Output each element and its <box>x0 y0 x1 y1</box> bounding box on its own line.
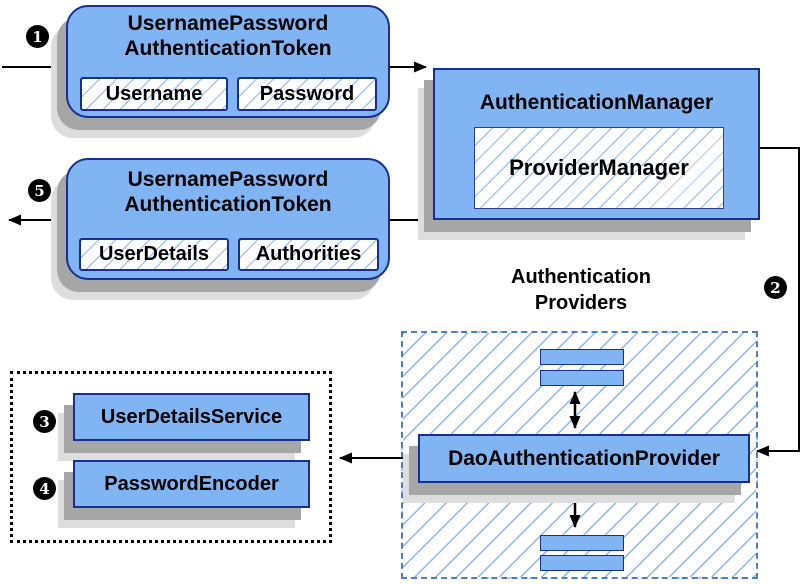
provider-bar-top-1 <box>540 349 624 365</box>
authentication-manager-box: AuthenticationManager ProviderManager <box>433 68 760 220</box>
response-token-title-line1: UsernamePassword <box>127 168 329 191</box>
response-token-title-line2: AuthenticationToken <box>124 193 332 216</box>
request-token-title-line2: AuthenticationToken <box>124 37 332 60</box>
step-4-label: 4 <box>39 479 50 498</box>
authorities-field-label: Authorities <box>255 243 362 265</box>
provider-manager-box: ProviderManager <box>474 127 724 209</box>
userdetails-field-label: UserDetails <box>98 243 210 265</box>
authentication-providers-label-line1: Authentication <box>511 266 651 288</box>
password-encoder-label: PasswordEncoder <box>104 472 279 495</box>
authentication-providers-label-line2: Providers <box>534 292 628 314</box>
dao-authentication-provider-box: DaoAuthenticationProvider <box>418 434 750 483</box>
password-encoder-box: PasswordEncoder <box>73 460 310 508</box>
response-token-title: UsernamePassword AuthenticationToken <box>68 160 388 217</box>
step-badge-3: 3 <box>33 410 56 433</box>
authorities-field: Authorities <box>238 238 379 271</box>
provider-bar-bottom-1 <box>540 535 624 551</box>
step-1-label: 1 <box>32 27 43 46</box>
user-details-service-box: UserDetailsService <box>73 393 310 441</box>
step-badge-1: 1 <box>26 25 49 48</box>
provider-manager-label: ProviderManager <box>509 155 689 180</box>
userdetails-field: UserDetails <box>79 238 229 271</box>
services-dotted-container <box>10 371 332 543</box>
step-3-label: 3 <box>39 412 50 431</box>
request-token-box: UsernamePassword AuthenticationToken Use… <box>66 5 390 118</box>
step-2-label: 2 <box>770 278 781 297</box>
response-token-box: UsernamePassword AuthenticationToken Use… <box>66 158 390 280</box>
step-badge-2: 2 <box>764 276 787 299</box>
authentication-providers-label: Authentication Providers <box>461 264 701 316</box>
username-field-label: Username <box>105 82 203 105</box>
step-badge-4: 4 <box>33 477 56 500</box>
user-details-service-label: UserDetailsService <box>100 405 283 428</box>
dao-authentication-provider-label: DaoAuthenticationProvider <box>448 446 720 470</box>
password-field: Password <box>237 77 377 111</box>
request-token-title: UsernamePassword AuthenticationToken <box>68 7 388 61</box>
step-5-label: 5 <box>34 181 45 200</box>
arrow-authentication-manager-to-dao-provider <box>756 147 800 457</box>
provider-bar-top-2 <box>540 370 624 386</box>
step-badge-5: 5 <box>28 179 51 202</box>
username-field: Username <box>80 77 228 111</box>
password-field-label: Password <box>259 82 355 105</box>
provider-bar-bottom-2 <box>540 555 624 571</box>
authentication-manager-title: AuthenticationManager <box>479 91 714 114</box>
request-token-title-line1: UsernamePassword <box>127 12 329 35</box>
